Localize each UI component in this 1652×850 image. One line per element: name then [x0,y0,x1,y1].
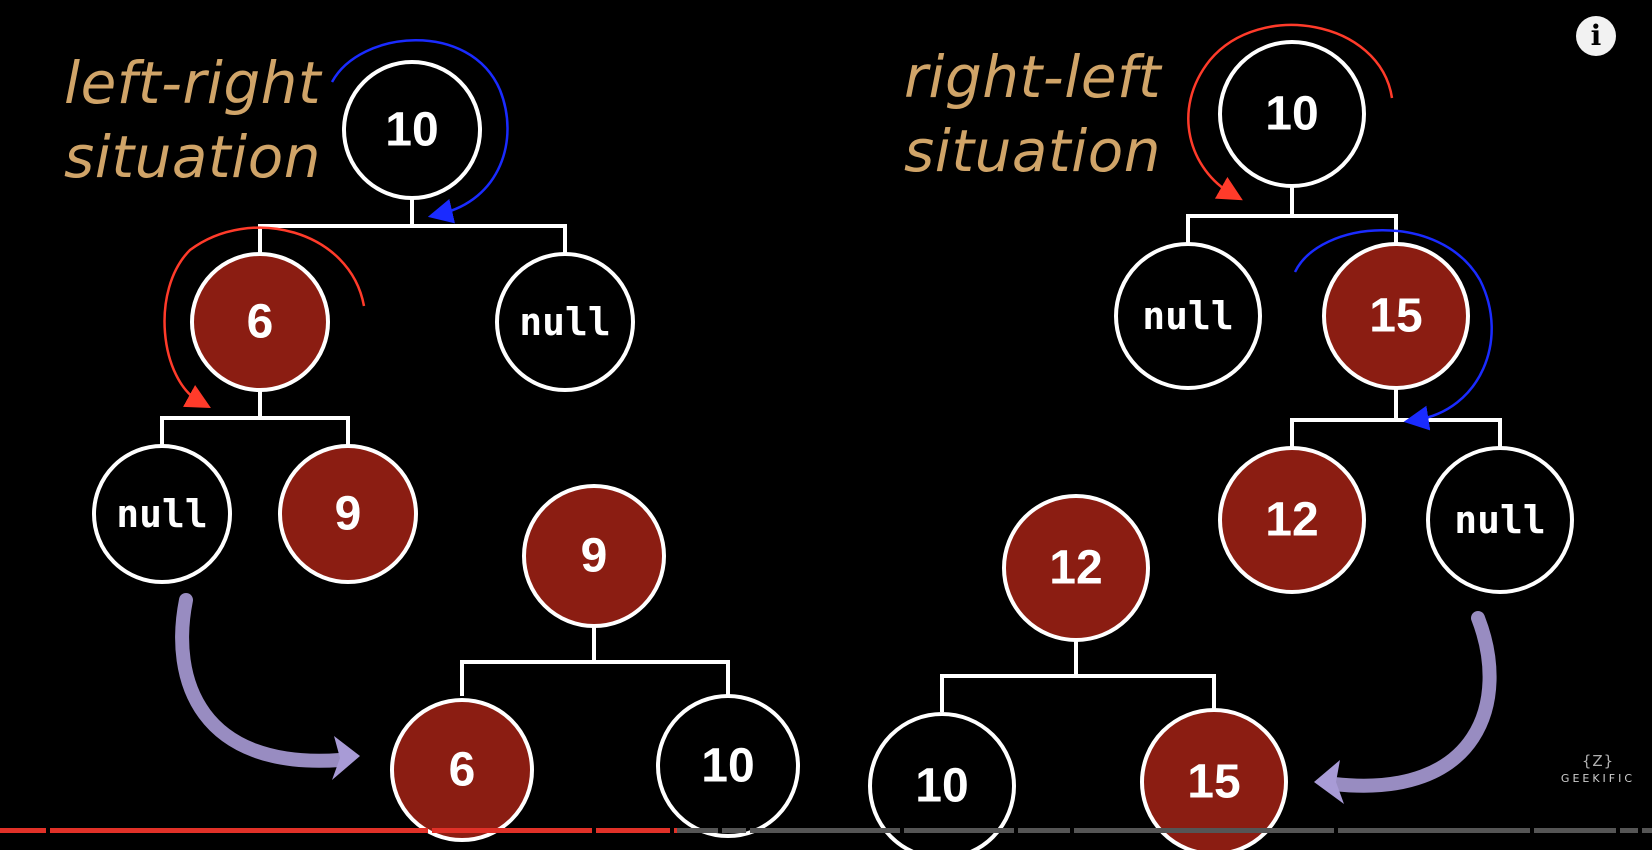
node-label: null [1454,498,1546,542]
node-circle [656,694,800,838]
blue-rotation-arrow-left [330,39,509,224]
node-label: 6 [247,296,274,349]
node-right-12: 12 [1218,446,1366,594]
node-circle [1114,242,1262,390]
transform-arrow-right [1327,611,1497,793]
tree-nodes: 10 6 null null 9 9 6 10 10 null 15 12 null 12 10 15 [92,40,1574,850]
progress-chapter-segment[interactable] [0,828,46,833]
node-label: 15 [1369,290,1422,343]
progress-chapter-segment[interactable] [1534,828,1616,833]
caption-line: left-right [64,49,322,117]
node-circle [1218,446,1366,594]
node-circle [1218,40,1366,188]
node-label: 15 [1187,756,1240,809]
node-left-9: 9 [278,444,418,584]
right-left-caption: right-left situation [904,40,1161,188]
left-right-caption: left-right situation [64,46,321,194]
node-circle [868,712,1016,850]
tree-edge [1290,418,1502,448]
node-right-result-15: 15 [1140,708,1288,850]
progress-played-fill [432,828,592,833]
node-circle [1322,242,1470,390]
tree-edge [258,224,567,254]
node-circle [278,444,418,584]
node-circle [342,60,482,200]
node-circle [92,444,232,584]
info-icon[interactable]: i [1576,16,1616,56]
progress-chapter-segment[interactable] [904,828,1014,833]
caption-line: situation [64,123,321,191]
node-label: null [116,492,208,536]
node-label: 10 [385,104,438,157]
node-right-root: 10 [1218,40,1366,188]
progress-chapter-segment[interactable] [674,828,718,833]
node-label: 9 [335,488,362,541]
blue-rotation-arrow-right [1293,229,1493,431]
progress-chapter-segment[interactable] [750,828,900,833]
progress-chapter-segment[interactable] [1620,828,1638,833]
node-circle [190,252,330,392]
watermark-text: GEEKIFIC [1560,772,1636,785]
red-rotation-arrow-right [1187,23,1394,201]
node-label: null [1142,294,1234,338]
red-rotation-arrow-left [163,226,366,409]
node-left-null-right: null [495,252,635,392]
channel-watermark: {Z} GEEKIFIC [1548,752,1648,785]
node-circle [1140,708,1288,850]
progress-played-fill [596,828,670,833]
watermark-logo: {Z} [1581,752,1615,770]
tree-edge [940,674,1216,712]
node-left-root: 10 [342,60,482,200]
node-label: 10 [915,760,968,813]
transform-arrow-left-head [332,736,360,780]
progress-played-fill [50,828,428,833]
progress-chapter-segment[interactable] [432,828,592,833]
progress-chapter-segment[interactable] [1074,828,1334,833]
tree-edges [160,186,1502,712]
node-label: 10 [1265,88,1318,141]
progress-chapter-segment[interactable] [596,828,670,833]
node-circle [1426,446,1574,594]
node-label: 9 [581,530,608,583]
progress-chapter-segment[interactable] [1642,828,1652,833]
progress-chapter-segment[interactable] [722,828,746,833]
transform-arrow-left [175,593,347,768]
transform-arrow-right-head [1314,760,1344,804]
transform-arrows [175,593,1497,804]
progress-played-fill [0,828,46,833]
node-left-result-6: 6 [390,698,534,842]
tree-edge [460,660,730,696]
node-right-null-left: null [1114,242,1262,390]
node-right-result-root: 12 [1002,494,1150,642]
progress-chapter-segment[interactable] [50,828,428,833]
node-label: 6 [449,744,476,797]
node-label: 12 [1049,542,1102,595]
progress-chapter-segment[interactable] [1338,828,1530,833]
caption-line: right-left [904,43,1162,111]
node-label: null [519,300,611,344]
node-label: 10 [701,740,754,793]
progress-played-fill [674,828,678,833]
caption-line: situation [904,117,1161,185]
node-left-result-10: 10 [656,694,800,838]
node-right-result-10: 10 [868,712,1016,850]
node-right-null-right: null [1426,446,1574,594]
tree-edge [160,416,350,446]
tree-edge [1186,214,1398,244]
node-circle [390,698,534,842]
node-circle [522,484,666,628]
node-left-null-left: null [92,444,232,584]
node-label: 12 [1265,494,1318,547]
node-left-result-root: 9 [522,484,666,628]
node-left-6: 6 [190,252,330,392]
node-right-15: 15 [1322,242,1470,390]
video-progress-bar[interactable] [0,826,1652,834]
rotation-arrows [163,23,1493,431]
progress-chapter-segment[interactable] [1018,828,1070,833]
node-circle [495,252,635,392]
node-circle [1002,494,1150,642]
